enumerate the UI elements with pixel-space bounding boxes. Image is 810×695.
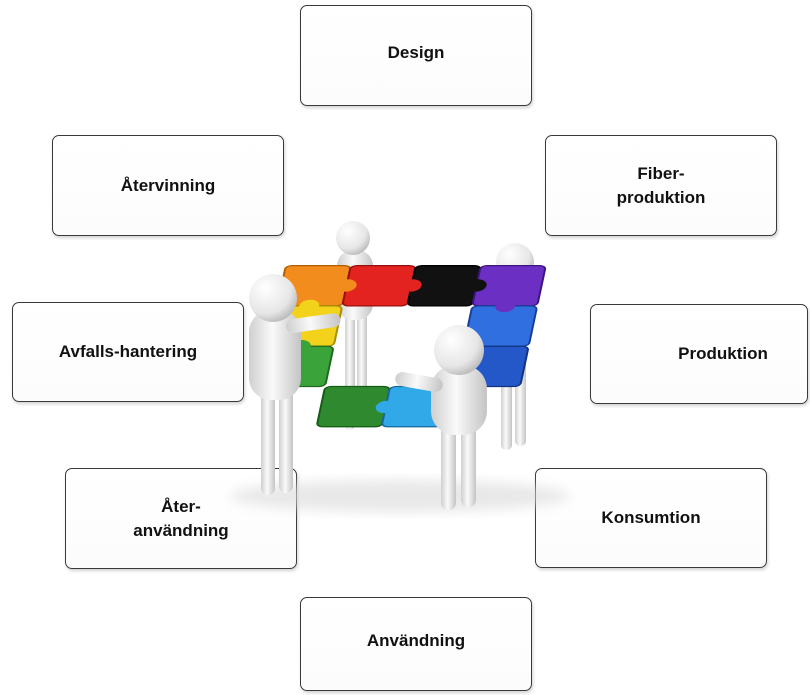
stage-box-produktion: Produktion <box>590 304 808 404</box>
stage-label-fiberproduktion: Fiber- produktion <box>616 163 706 207</box>
stage-box-konsumtion: Konsumtion <box>535 468 767 568</box>
stage-box-design: Design <box>300 5 532 106</box>
stage-label-avfallshantering: Avfalls-hantering <box>58 342 198 361</box>
stage-label-ateranvandning: Åter- användning <box>133 496 229 540</box>
figure-front-right <box>395 325 487 510</box>
stage-box-atervinning: Återvinning <box>52 135 284 236</box>
stage-box-avfallshantering: Avfalls-hantering <box>12 302 244 402</box>
stage-box-ateranvandning: Åter- användning <box>65 468 297 569</box>
floor-shadow <box>230 480 570 512</box>
stage-box-anvandning: Användning <box>300 597 532 691</box>
teamwork-puzzle-illustration <box>230 221 570 512</box>
stage-label-produktion: Produktion <box>678 344 768 363</box>
stage-label-design: Design <box>387 42 445 62</box>
stage-box-fiberproduktion: Fiber- produktion <box>545 135 777 236</box>
stage-label-konsumtion: Konsumtion <box>601 508 701 527</box>
stage-label-anvandning: Användning <box>366 631 466 650</box>
figure-front-left <box>249 274 341 495</box>
stage-label-atervinning: Återvinning <box>120 175 216 195</box>
